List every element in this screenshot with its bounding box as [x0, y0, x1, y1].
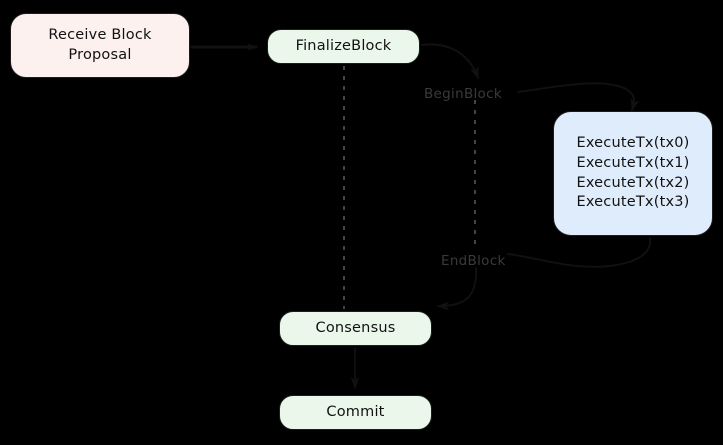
- edge-beginblock-to-executetx: [517, 82, 640, 111]
- node-finalize-block[interactable]: FinalizeBlock: [267, 29, 420, 64]
- node-label-line: ExecuteTx(tx3): [576, 194, 690, 211]
- node-receive-block-proposal[interactable]: Receive Block Proposal: [10, 13, 190, 78]
- edge-finalize-to-beginblock: [421, 43, 479, 79]
- edge-executetx-to-endblock: [507, 237, 652, 268]
- edge-label-end-block: EndBlock: [441, 253, 506, 269]
- node-label-line: Proposal: [68, 46, 132, 63]
- node-label-line: Receive Block: [48, 26, 152, 43]
- edge-endblock-to-consensus: [437, 267, 477, 311]
- node-execute-tx[interactable]: ExecuteTx(tx0) ExecuteTx(tx1) ExecuteTx(…: [553, 111, 713, 236]
- edge-label-begin-block: BeginBlock: [424, 86, 502, 102]
- node-label-line: ExecuteTx(tx1): [576, 154, 690, 171]
- node-label-line: FinalizeBlock: [295, 37, 392, 54]
- node-consensus[interactable]: Consensus: [279, 311, 432, 346]
- node-label-line: Commit: [326, 403, 385, 420]
- node-label-line: ExecuteTx(tx2): [576, 174, 690, 191]
- node-commit[interactable]: Commit: [279, 395, 432, 430]
- node-label-line: ExecuteTx(tx0): [576, 135, 690, 152]
- node-label-line: Consensus: [315, 319, 396, 336]
